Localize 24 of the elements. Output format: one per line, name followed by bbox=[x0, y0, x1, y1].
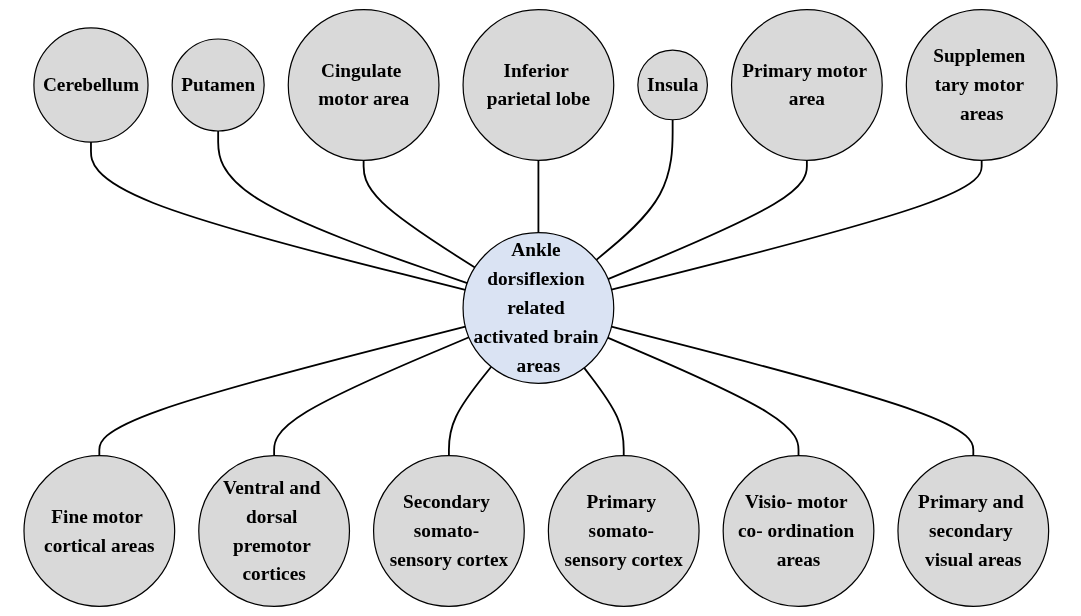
node-circle: Ankle dorsiflexion related activated brain areas bbox=[462, 232, 615, 384]
node-circle: Inferior parietal lobe bbox=[462, 9, 615, 161]
connector bbox=[448, 365, 493, 457]
node-circle: Visio- motor co- ordination areas bbox=[722, 455, 875, 607]
node-circle: Putamen bbox=[171, 38, 265, 132]
node-circle: Primary and secondary visual areas bbox=[897, 455, 1050, 607]
node-circle: Secondary somato- sensory cortex bbox=[372, 455, 525, 607]
connector bbox=[273, 336, 470, 457]
node-circle: Primary motor area bbox=[730, 9, 883, 161]
node-circle: Cerebellum bbox=[33, 27, 149, 143]
connector bbox=[595, 118, 674, 261]
node-circle: Insula bbox=[637, 49, 709, 121]
connector bbox=[98, 325, 467, 457]
connector bbox=[583, 366, 625, 457]
node-circle: Primary somato- sensory cortex bbox=[547, 455, 700, 607]
connector bbox=[537, 159, 540, 234]
connector bbox=[217, 130, 469, 285]
node-circle: Supplemen tary motor areas bbox=[905, 9, 1058, 161]
connector bbox=[362, 159, 476, 269]
connector bbox=[606, 336, 800, 457]
node-circle: Fine motor cortical areas bbox=[23, 455, 176, 607]
node-circle: Ventral and dorsal premotor cortices bbox=[198, 455, 351, 607]
connector bbox=[607, 159, 808, 280]
node-circle: Cingulate motor area bbox=[287, 9, 440, 161]
